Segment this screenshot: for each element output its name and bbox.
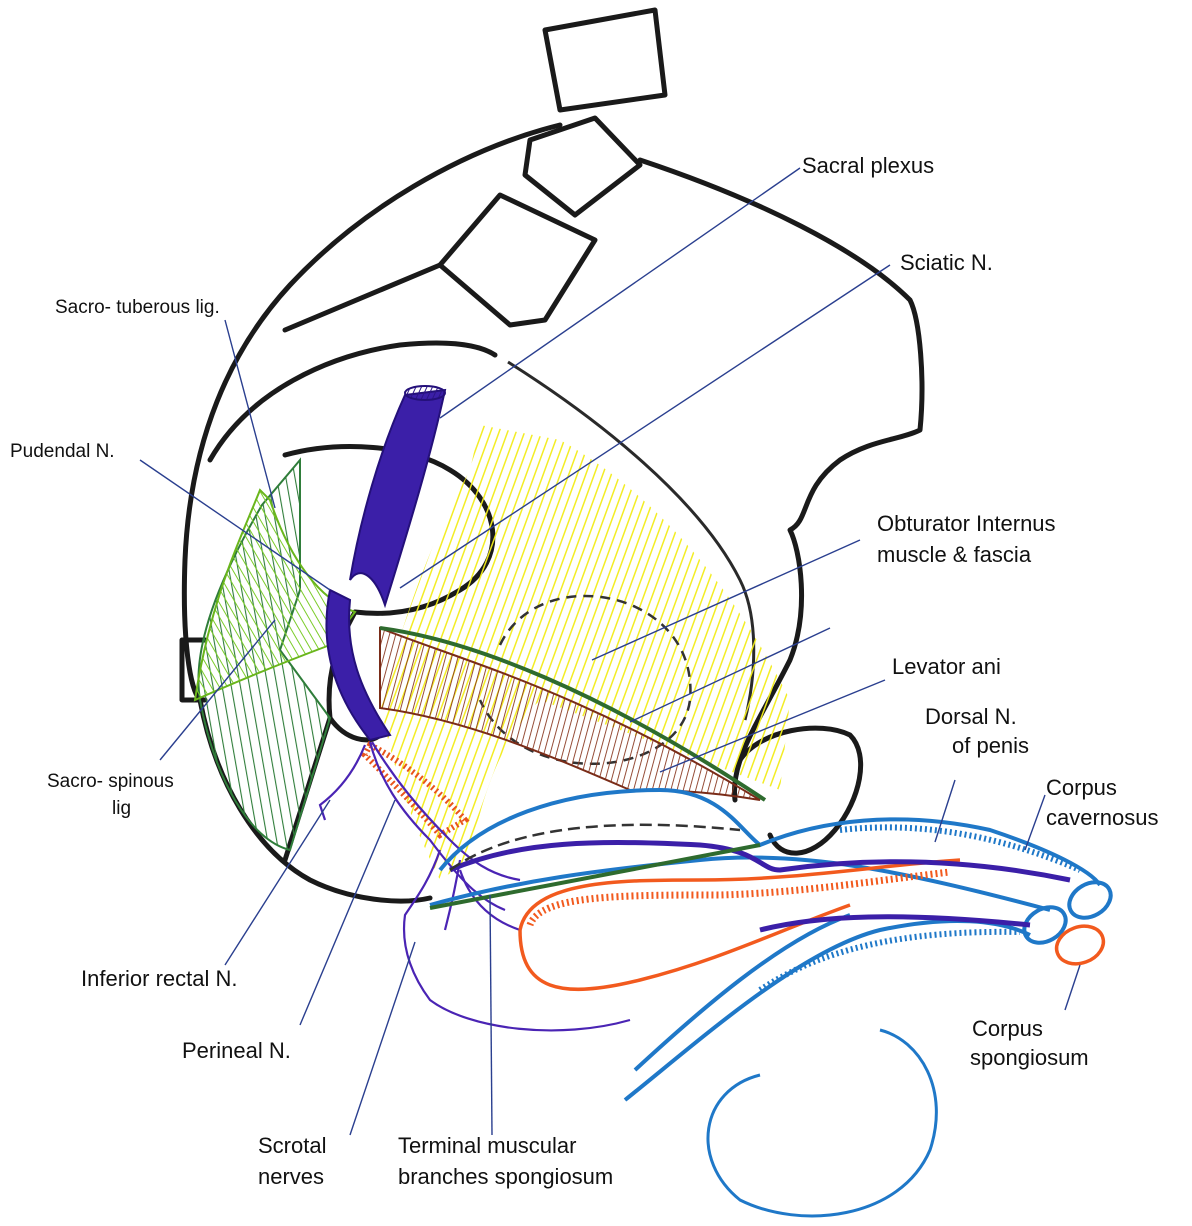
label-terminal-branches-line2: branches spongiosum [398,1164,613,1190]
label-pudendal-nerve: Pudendal N. [10,440,115,464]
label-corpus-cavernosus-line2: cavernosus [1046,805,1159,831]
dorsal-nerve-of-penis [450,843,1070,880]
label-scrotal-nerves-line2: nerves [258,1164,324,1190]
label-sacrotuberous-ligament: Sacro- tuberous lig. [55,296,220,320]
label-obturator-internus-line1: Obturator Internus [877,511,1056,537]
urogenital-diaphragm-line [430,845,760,908]
label-sacral-plexus: Sacral plexus [802,153,934,179]
label-sacrospinous-line1: Sacro- spinous [47,770,174,794]
label-inferior-rectal-nerve: Inferior rectal N. [81,966,238,992]
sacral-vertebrae [440,10,665,325]
label-sacrospinous-line2: lig [112,797,131,821]
label-scrotal-nerves-line1: Scrotal [258,1133,326,1159]
label-dorsal-nerve-line1: Dorsal N. [925,704,1017,730]
label-perineal-nerve: Perineal N. [182,1038,291,1064]
label-sciatic-nerve: Sciatic N. [900,250,993,276]
urethra-dashed [450,825,740,870]
label-corpus-spongiosum-line2: spongiosum [970,1045,1089,1071]
label-corpus-spongiosum-line1: Corpus [972,1016,1043,1042]
sacral-plexus-cut-end [405,386,445,400]
label-corpus-cavernosus-line1: Corpus [1046,775,1117,801]
label-dorsal-nerve-line2: of penis [952,733,1029,759]
label-obturator-internus-line2: muscle & fascia [877,542,1031,568]
scrotum [708,1030,936,1216]
label-levator-ani: Levator ani [892,654,1001,680]
label-terminal-branches-line1: Terminal muscular [398,1133,577,1159]
